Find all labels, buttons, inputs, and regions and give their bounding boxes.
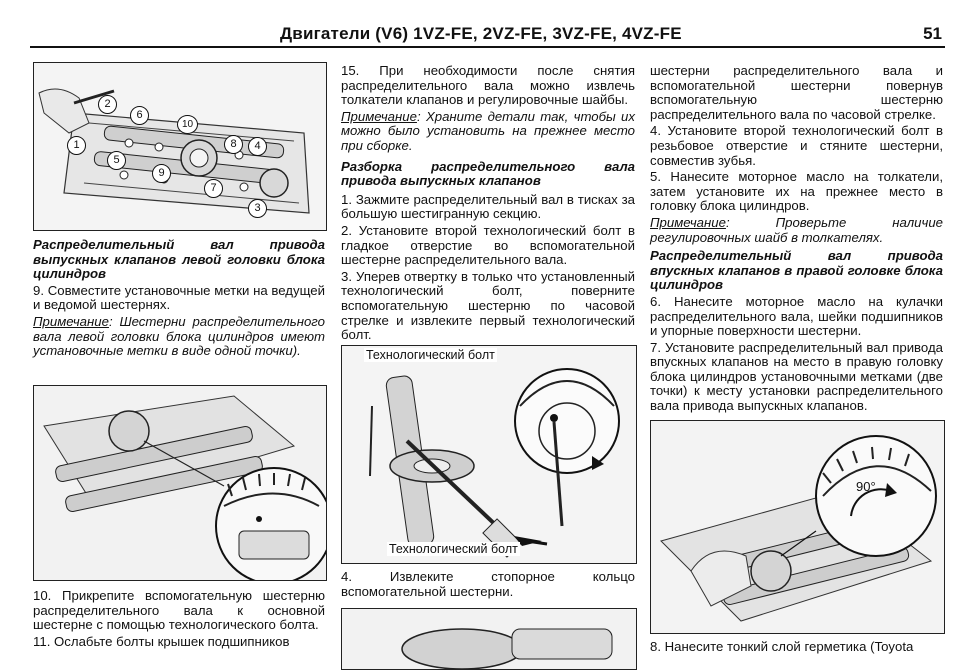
callout-2: 2	[98, 95, 117, 114]
note-text: : Проверьте наличие регулировочных шайб …	[650, 214, 943, 245]
callout-1: 1	[67, 136, 86, 155]
callout-4: 4	[248, 137, 267, 156]
note: Примечание: Проверьте наличие регулирово…	[650, 214, 943, 245]
figure-label-bottom: Технологический болт	[387, 542, 520, 556]
step-11: 11. Ослабьте болты крышек подшипников	[33, 633, 290, 649]
callout-8: 8	[224, 135, 243, 154]
column-2-text-bottom: 4. Извлеките стопорное кольцо вспомогате…	[341, 569, 635, 601]
column-3-text-top: шестерни распределительного вала и вспом…	[650, 63, 943, 416]
note: Примечание: Храните детали так, чтобы их…	[341, 108, 635, 154]
callout-6: 6	[130, 106, 149, 125]
figure-tech-bolt: Технологический болт Технологический бол…	[341, 345, 637, 564]
note-label: Примечание	[33, 313, 109, 329]
step-8: 8. Нанесите тонкий слой герметика (Toyot…	[650, 639, 914, 654]
callout-10: 10	[177, 115, 198, 134]
figure-left-camshaft: 1 2 3 4 5 6 7 8 9 10	[33, 62, 327, 231]
step-1: 1. Зажмите распределительный вал в тиска…	[341, 191, 635, 222]
page-number: 51	[923, 24, 942, 43]
page-title: Двигатели (V6) 1VZ-FE, 2VZ-FE, 3VZ-FE, 4…	[280, 24, 682, 43]
step-4: 4. Извлеките стопорное кольцо вспомогате…	[341, 569, 635, 599]
step-9: 9. Совместите установочные метки на веду…	[33, 282, 325, 313]
figure-label-top: Технологический болт	[364, 348, 497, 362]
step-4: 4. Установите второй технологический бол…	[650, 123, 943, 168]
step-5: 5. Нанесите моторное масло на толкатели,…	[650, 169, 943, 214]
step-7: 7. Установите распределительный вал прив…	[650, 339, 943, 414]
step-6: 6. Нанесите моторное масло на кулачки ра…	[650, 293, 943, 339]
figure-caption: Распределительный вал привода выпускных …	[33, 237, 325, 282]
column-3-text-bottom: 8. Нанесите тонкий слой герметика (Toyot…	[650, 639, 943, 657]
step-15: 15. При необходимости после снятия распр…	[341, 63, 635, 108]
section-title: Распределительный вал привода впускных к…	[650, 248, 943, 293]
figure-partial-bottom	[341, 608, 637, 670]
callout-3: 3	[248, 199, 267, 218]
step-10: 10. Прикрепите вспомогательную шестерню …	[33, 588, 325, 633]
note-label: Примечание	[341, 108, 417, 124]
angle-label: 90°	[856, 479, 876, 494]
note-text: : Храните детали так, чтобы их можно был…	[341, 108, 635, 153]
step-2: 2. Установите второй технологический бол…	[341, 222, 635, 268]
section-title: Разборка распределительного вала привода…	[341, 158, 635, 189]
callout-9: 9	[152, 164, 171, 183]
note-label: Примечание	[650, 214, 726, 230]
step-3: 3. Уперев отвертку в только что установл…	[341, 268, 635, 343]
callout-5: 5	[107, 151, 126, 170]
note: Примечание: Шестерни распределительного …	[33, 313, 325, 359]
figure-intake-camshaft: 90°	[650, 420, 945, 634]
callout-7: 7	[204, 179, 223, 198]
column-1-text-top: Распределительный вал привода выпускных …	[33, 237, 325, 361]
column-2-text-top: 15. При необходимости после снятия распр…	[341, 63, 635, 345]
note-text: : Шестерни распределительного вала левой…	[33, 313, 325, 359]
step-3-continued: шестерни распределительного вала и вспом…	[650, 63, 943, 122]
page-header: Двигатели (V6) 1VZ-FE, 2VZ-FE, 3VZ-FE, 4…	[30, 22, 945, 48]
figure-gear-alignment	[33, 385, 327, 581]
column-1-text-bottom: 10. Прикрепите вспомогательную шестерню …	[33, 588, 325, 651]
